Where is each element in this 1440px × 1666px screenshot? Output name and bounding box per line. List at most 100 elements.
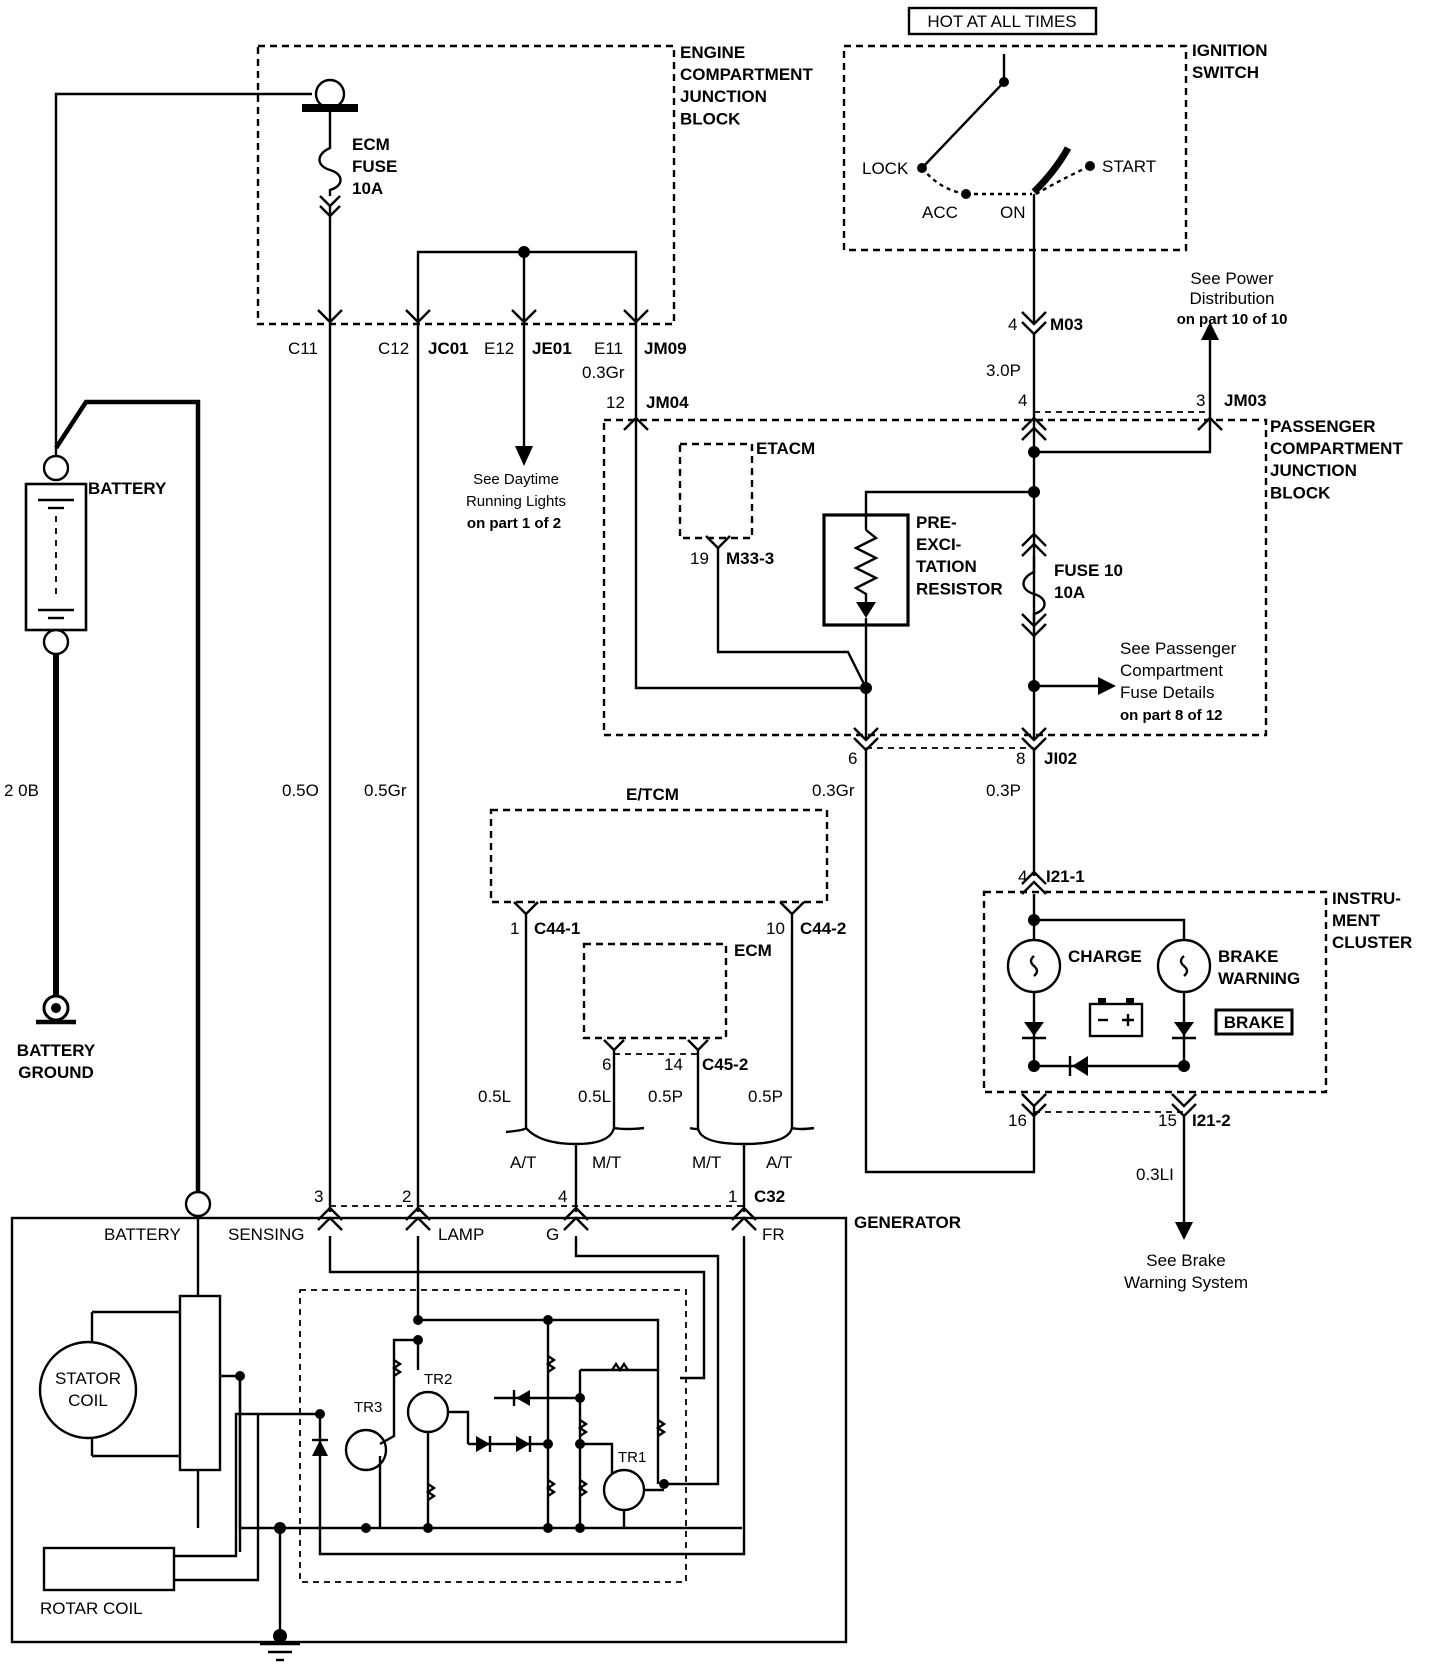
- brake-ref-line1: See Brake: [1146, 1251, 1225, 1270]
- terminal-lamp: LAMP: [438, 1225, 484, 1244]
- battery-label: BATTERY: [88, 479, 167, 498]
- power-distribution-branch: [1034, 336, 1212, 454]
- wire-0-5p-a: 0.5P: [648, 1087, 683, 1106]
- connector-c44-2: C44-2: [800, 919, 846, 938]
- passenger-junction-block: [602, 418, 1268, 737]
- connector-c44-1: C44-1: [534, 919, 580, 938]
- connector-je01: JE01: [532, 339, 572, 358]
- etcm-box: [489, 808, 829, 904]
- ecm-label: ECM: [734, 941, 772, 960]
- wire-0-5p-b: 0.5P: [748, 1087, 783, 1106]
- battery-symbol: [24, 92, 312, 1202]
- connector-m33-3: M33-3: [726, 549, 774, 568]
- brake-ref-line2: Warning System: [1124, 1273, 1248, 1292]
- cluster-internal: [1006, 894, 1294, 1076]
- wire-0-5o: 0.5O: [282, 781, 319, 800]
- ecm-box: [582, 942, 728, 1040]
- daytime-ref-line3: on part 1 of 2: [467, 515, 561, 532]
- generator-battery-terminal: [184, 1190, 212, 1218]
- option-mt-1: M/T: [592, 1153, 621, 1172]
- etacm-label: ETACM: [756, 439, 815, 458]
- ji02-pin8: 8: [1016, 749, 1025, 768]
- switch-on: ON: [1000, 203, 1026, 222]
- hot-at-all-times-box: [907, 6, 1098, 36]
- etcm-label: E/TCM: [626, 785, 679, 804]
- terminal-sensing: SENSING: [228, 1225, 305, 1244]
- wire-3-0p: 3.0P: [986, 361, 1021, 380]
- terminal-g: G: [546, 1225, 559, 1244]
- power-ref-line2: Distribution: [1189, 289, 1274, 308]
- lamp-return-wire: [864, 750, 1036, 1174]
- wire-0-3gr-a: 0.3Gr: [582, 363, 625, 382]
- m03-pin: 4: [1008, 315, 1017, 334]
- wire-0-5l-a: 0.5L: [478, 1087, 511, 1106]
- wire-0-3p: 0.3P: [986, 781, 1021, 800]
- terminal-fr: FR: [762, 1225, 785, 1244]
- c32-pin1: 1: [728, 1187, 737, 1206]
- ignition-switch-symbol: [917, 54, 1095, 322]
- passenger-fuse-ref-line4: on part 8 of 12: [1120, 707, 1223, 724]
- wire-0-5l-b: 0.5L: [578, 1087, 611, 1106]
- c45-pin6: 6: [602, 1055, 611, 1074]
- power-ref-line3: on part 10 of 10: [1177, 311, 1288, 328]
- c44-2-pin: 10: [766, 919, 785, 938]
- fuse-10-symbol: [1022, 556, 1046, 620]
- passenger-fuse-ref-line2: Compartment: [1120, 661, 1223, 680]
- connector-jm09: JM09: [644, 339, 687, 358]
- jm03-pin4: 4: [1018, 391, 1027, 410]
- brake-indicator-label: BRAKE: [1224, 1013, 1284, 1032]
- i21-2-pin16: 16: [1008, 1111, 1027, 1130]
- connector-i21-2: I21-2: [1192, 1111, 1231, 1130]
- pre-resistor-feed: [864, 490, 1034, 530]
- i21-2-pin15: 15: [1158, 1111, 1177, 1130]
- connector-jm03: JM03: [1224, 391, 1267, 410]
- tr2-label: TR2: [424, 1371, 452, 1388]
- etacm-box: [678, 442, 754, 540]
- option-mt-2: M/T: [692, 1153, 721, 1172]
- connector-m03: M03: [1050, 315, 1083, 334]
- switch-acc: ACC: [922, 203, 958, 222]
- jc01-je01-jm09-bus: [416, 250, 638, 320]
- option-at-1: A/T: [510, 1153, 536, 1172]
- i21-1-pin: 4: [1018, 867, 1027, 886]
- c45-pin14: 14: [664, 1055, 683, 1074]
- c32-pin4: 4: [558, 1187, 567, 1206]
- daytime-ref-line2: Running Lights: [466, 493, 566, 510]
- hot-at-all-times-label: HOT AT ALL TIMES: [927, 12, 1076, 31]
- ji02-pin6: 6: [848, 749, 857, 768]
- charge-label: CHARGE: [1068, 947, 1142, 966]
- connector-ji02: JI02: [1044, 749, 1077, 768]
- regulator-box: [299, 1289, 687, 1583]
- c32-pin3: 3: [314, 1187, 323, 1206]
- ignition-switch-box: [842, 44, 1188, 252]
- wire-0-3li: 0.3LI: [1136, 1165, 1174, 1184]
- connector-c32: C32: [754, 1187, 785, 1206]
- connector-c12: C12: [378, 339, 409, 358]
- switch-start: START: [1102, 157, 1156, 176]
- generator-label: GENERATOR: [854, 1213, 961, 1232]
- connector-c11: C11: [288, 339, 318, 358]
- jm04-wire: [634, 322, 866, 690]
- wire-0-5gr: 0.5Gr: [364, 781, 407, 800]
- ecm-fuse-symbol: [302, 104, 358, 1212]
- etacm-wire: [716, 548, 868, 689]
- connector-e11: E11: [594, 339, 623, 358]
- c32-pin2: 2: [402, 1187, 411, 1206]
- tr1-label: TR1: [618, 1449, 646, 1466]
- switch-lock: LOCK: [862, 159, 909, 178]
- m33-pin: 19: [690, 549, 709, 568]
- passenger-fuse-ref-line3: Fuse Details: [1120, 683, 1214, 702]
- connector-c45-2: C45-2: [702, 1055, 748, 1074]
- option-at-2: A/T: [766, 1153, 792, 1172]
- connector-jm04: JM04: [646, 393, 689, 412]
